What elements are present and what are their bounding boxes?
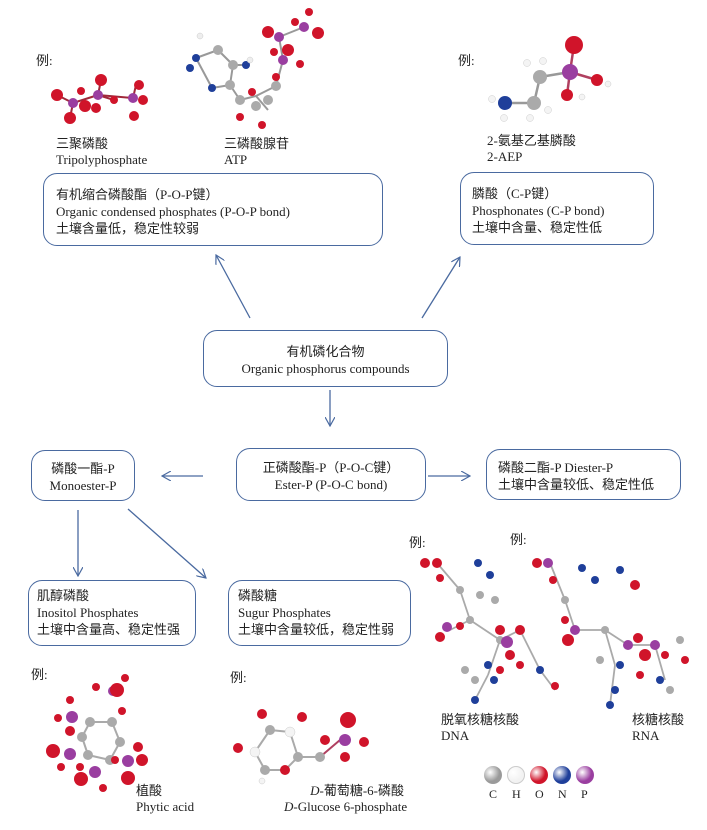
legend-sphere-o: [530, 766, 548, 784]
example-label: 例:: [409, 535, 426, 550]
diester-note: 土壤中含量较低、稳定性低: [498, 477, 655, 492]
rna-molecule: [532, 558, 689, 709]
example-label: 例:: [36, 53, 53, 68]
glucose-6-phosphate-molecule: [233, 709, 369, 785]
atp-molecule: [186, 8, 324, 129]
ester-title-en: Ester-P (P-O-C bond): [274, 477, 388, 492]
condensed-title-zh: 有机缩合磷酸酯（P-O-P键）: [56, 187, 219, 202]
phosphonates-box: 膦酸（C-P键） Phosphonates (C-P bond) 土壤中含量、稳…: [460, 172, 654, 245]
inositol-phosphates-box: 肌醇磷酸 Inositol Phosphates 土壤中含量高、稳定性强: [28, 580, 196, 646]
example-label: 例:: [31, 667, 48, 682]
legend-label-o: O: [535, 787, 544, 801]
tripolyphosphate-molecule: [51, 74, 148, 124]
inositol-note: 土壤中含量高、稳定性强: [37, 622, 181, 637]
condensed-phosphates-box: 有机缩合磷酸酯（P-O-P键） Organic condensed phosph…: [43, 173, 383, 246]
legend-label-n: N: [558, 787, 567, 801]
arrow-root-to-condensed: [216, 255, 251, 319]
arrow-root-to-phosphonates: [421, 257, 460, 319]
legend-sphere-p: [576, 766, 594, 784]
phytic-acid-molecule: [46, 674, 148, 792]
legend-label-p: P: [581, 787, 588, 801]
aep-molecule: [488, 36, 612, 122]
glucose-6-phosphate-caption: D-葡萄糖-6-磷酸 D-Glucose 6-phosphate: [284, 783, 408, 814]
condensed-title-en: Organic condensed phosphates (P-O-P bond…: [56, 204, 290, 219]
inositol-title-en: Inositol Phosphates: [37, 605, 139, 620]
condensed-note: 土壤含量低，稳定性较弱: [56, 221, 200, 236]
legend-sphere-c: [484, 766, 502, 784]
example-label: 例:: [458, 53, 475, 68]
phosphonates-title-en: Phosphonates (C-P bond): [472, 203, 605, 218]
diester-box: 磷酸二酯-P Diester-P 土壤中含量较低、稳定性低: [486, 449, 681, 500]
legend-sphere-h: [507, 766, 525, 784]
arrow-monoester-to-sugar: [127, 508, 206, 578]
sugar-title-en: Sugur Phosphates: [238, 605, 331, 620]
sugar-title-zh: 磷酸糖: [238, 588, 278, 603]
example-label: 例:: [230, 670, 247, 685]
sugar-note: 土壤中含量较低，稳定性弱: [238, 622, 395, 637]
monoester-title-en: Monoester-P: [49, 478, 117, 493]
example-label: 例:: [510, 532, 527, 547]
legend-label-c: C: [489, 787, 498, 801]
ester-box: 正磷酸酯-P（P-O-C键） Ester-P (P-O-C bond): [236, 448, 426, 501]
dna-molecule: [420, 558, 559, 704]
monoester-box: 磷酸一酯-P Monoester-P: [31, 450, 135, 501]
legend-label-h: H: [512, 787, 521, 801]
phosphonates-note: 土壤中含量、稳定性低: [472, 220, 603, 235]
root-box: 有机磷化合物 Organic phosphorus compounds: [203, 330, 448, 387]
ester-title-zh: 正磷酸酯-P（P-O-C键）: [262, 460, 400, 475]
root-title-zh: 有机磷化合物: [286, 344, 365, 359]
phosphonates-title-zh: 膦酸（C-P键）: [472, 186, 558, 201]
legend-sphere-n: [553, 766, 571, 784]
diester-title: 磷酸二酯-P Diester-P: [498, 460, 614, 475]
root-title-en: Organic phosphorus compounds: [241, 361, 410, 376]
monoester-title-zh: 磷酸一酯-P: [51, 461, 115, 476]
sugar-phosphates-box: 磷酸糖 Sugur Phosphates 土壤中含量较低，稳定性弱: [228, 580, 411, 646]
inositol-title-zh: 肌醇磷酸: [37, 588, 90, 603]
